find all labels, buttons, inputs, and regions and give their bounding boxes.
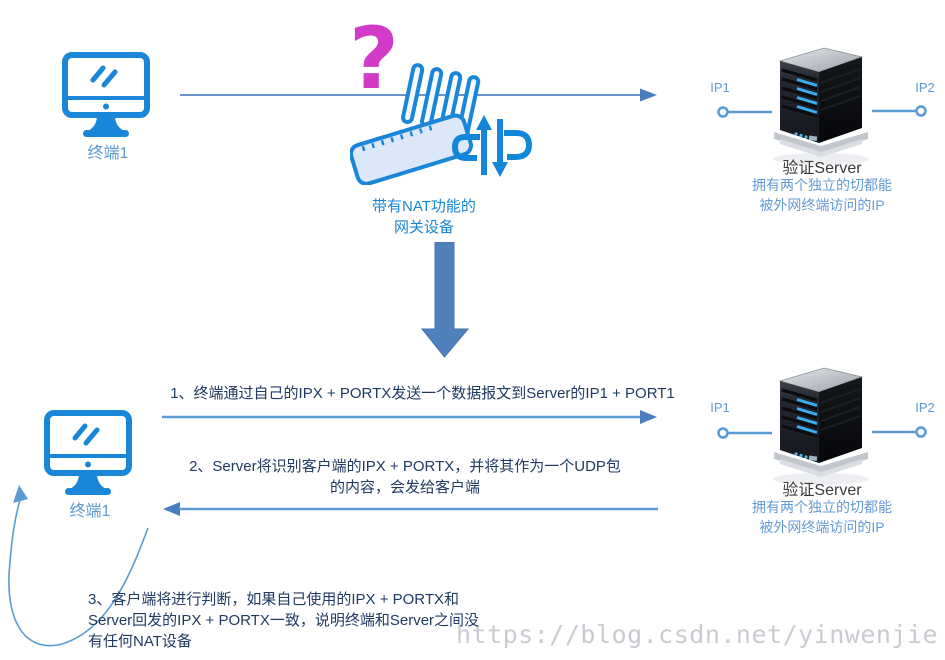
top-server-desc1: 拥有两个独立的切都能 — [752, 177, 892, 193]
top-server-desc2: 被外网终端访问的IP — [759, 197, 885, 213]
step3-line2: Server回发的IPX + PORTX一致，说明终端和Server之间没 — [88, 612, 480, 629]
step3-line1: 3、客户端将进行判断，如果自己使用的IPX + PORTX和 — [88, 591, 460, 608]
bottom-server-ip1-connector — [717, 427, 772, 439]
step2-label: 2、Server将识别客户端的IPX + PORTX，并将其作为一个UDP包 的… — [150, 456, 660, 498]
monitor-icon — [62, 52, 150, 137]
step2-arrow — [163, 502, 658, 516]
loop-arrow — [8, 485, 149, 647]
gateway-label-line2: 网关设备 — [393, 219, 454, 236]
top-server-ip1-connector — [717, 106, 772, 118]
bottom-server-desc1: 拥有两个独立的切都能 — [752, 499, 892, 515]
flow-down-arrow — [421, 242, 469, 358]
top-server-ip1-label: IP1 — [710, 80, 730, 95]
step3-label: 3、客户端将进行判断，如果自己使用的IPX + PORTX和 Server回发的… — [88, 589, 518, 652]
question-mark-icon: ? — [349, 9, 399, 109]
bottom-server-ip2-connector — [872, 426, 927, 438]
step2-line1: 2、Server将识别客户端的IPX + PORTX，并将其作为一个UDP包 — [189, 458, 621, 475]
step1-arrow — [162, 410, 657, 424]
router-icon — [350, 63, 533, 185]
bottom-server-ip2-label: IP2 — [915, 400, 935, 415]
step3-line3: 有任何NAT设备 — [88, 633, 192, 650]
top-server-ip2-label: IP2 — [915, 80, 935, 95]
bottom-server-desc2: 被外网终端访问的IP — [759, 519, 885, 535]
swap-arrows-icon — [451, 115, 533, 177]
bottom-server-ip1-label: IP1 — [710, 400, 730, 415]
watermark: https://blog.csdn.net/yinwenjie — [456, 620, 939, 649]
bottom-server-name: 验证Server — [782, 482, 862, 499]
top-server-name: 验证Server — [782, 160, 862, 177]
top-terminal-label: 终端1 — [87, 145, 129, 162]
step2-line2: 的内容，会发给客户端 — [329, 479, 480, 496]
top-server-ip2-connector — [872, 105, 927, 117]
step1-label: 1、终端通过自己的IPX + PORTX发送一个数据报文到Server的IP1 … — [170, 385, 675, 402]
server-icon — [773, 47, 869, 165]
monitor-icon — [44, 410, 132, 495]
server-icon — [773, 367, 869, 485]
bottom-terminal-label: 终端1 — [69, 503, 111, 520]
gateway-label-line1: 带有NAT功能的 — [372, 198, 476, 215]
gateway-label: 带有NAT功能的 网关设备 — [344, 196, 504, 238]
